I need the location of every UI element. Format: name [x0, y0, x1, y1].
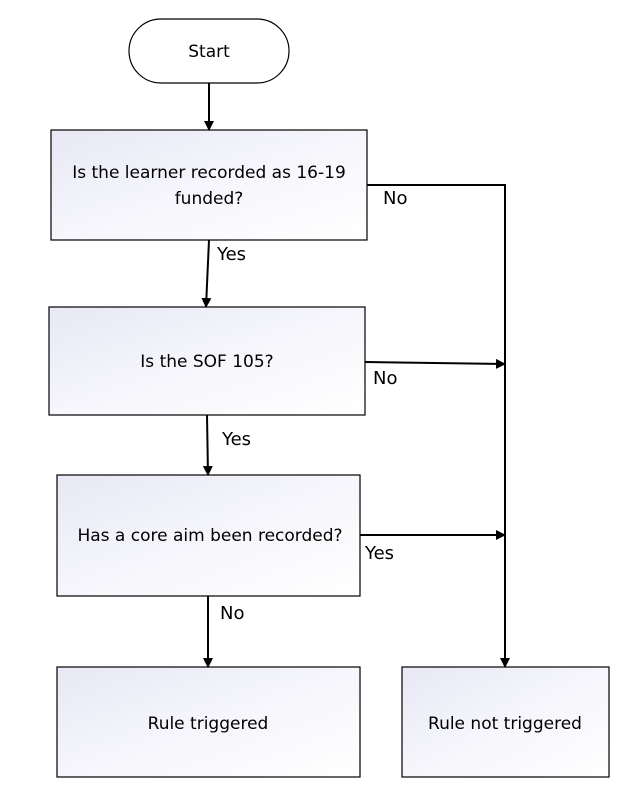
connector-q1-no — [367, 184, 510, 668]
outcome-rule-not-triggered-label: Rule not triggered — [428, 714, 582, 734]
start-label: Start — [188, 42, 230, 62]
edge-label-q3-yes: Yes — [364, 543, 394, 564]
outcome-rule-not-triggered — [401, 666, 610, 778]
edge-label-q2-no: No — [373, 368, 397, 389]
decision-core-aim-label: Has a core aim been recorded? — [77, 526, 342, 546]
decision-learner-funded-line2: funded? — [175, 189, 244, 209]
edge-label-q1-no: No — [383, 188, 407, 209]
decision-learner-funded-line1: Is the learner recorded as 16-19 — [72, 163, 346, 183]
edge-label-q3-no: No — [220, 603, 244, 624]
edge-label-q1-yes: Yes — [216, 244, 246, 265]
connector-q1-yes — [201, 239, 212, 308]
decision-sof-105-label: Is the SOF 105? — [140, 352, 273, 372]
connector-q2-yes — [202, 414, 213, 476]
edge-label-q2-yes: Yes — [221, 429, 251, 450]
decision-learner-funded — [50, 129, 368, 241]
outcome-rule-triggered-label: Rule triggered — [148, 714, 269, 734]
decision-sof-105 — [48, 306, 366, 416]
outcome-rule-triggered — [56, 666, 361, 778]
connector-q2-no — [364, 358, 506, 369]
